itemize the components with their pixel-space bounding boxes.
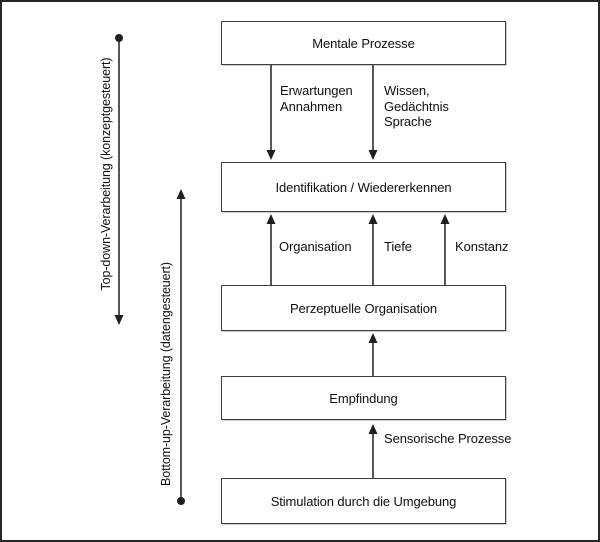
box-stimulation: Stimulation durch die Umgebung <box>221 478 506 524</box>
box-identifikation: Identifikation / Wiedererkennen <box>221 162 506 212</box>
box-perzeptuelle-organisation-label: Perzeptuelle Organisation <box>289 300 438 316</box>
label-wissen: Wissen, <box>384 83 430 98</box>
bottom-up-arrow <box>176 189 186 505</box>
arrow-up-empfindung <box>368 333 378 376</box>
label-gedaechtnis: Gedächtnis <box>384 98 449 114</box>
label-annahmen: Annahmen <box>280 98 343 114</box>
top-down-arrow <box>114 34 124 325</box>
box-empfindung-label: Empfindung <box>329 390 398 406</box>
box-perzeptuelle-organisation: Perzeptuelle Organisation <box>221 285 506 331</box>
arrow-up-organisation <box>266 214 276 285</box>
box-empfindung: Empfindung <box>221 376 506 420</box>
label-konstanz: Konstanz <box>455 239 509 254</box>
bottom-up-label: Bottom-up-Verarbeitung (datengesteuert) <box>159 262 173 487</box>
box-stimulation-label: Stimulation durch die Umgebung <box>270 493 457 509</box>
top-down-label: Top-down-Verarbeitung (konzeptgesteuert) <box>99 57 113 291</box>
box-identifikation-label: Identifikation / Wiedererkennen <box>275 179 452 195</box>
arrow-up-tiefe <box>368 214 378 285</box>
label-erwartungen: Erwartungen <box>280 83 353 98</box>
label-wissen-gedaechtnis-sprache: Wissen, Gedächtnis Sprache <box>384 83 449 130</box>
label-sprache: Sprache <box>384 114 432 129</box>
box-mentale-prozesse: Mentale Prozesse <box>221 21 506 65</box>
label-organisation: Organisation <box>279 239 352 254</box>
box-mentale-prozesse-label: Mentale Prozesse <box>312 35 415 51</box>
arrow-down-erwartungen <box>266 65 276 160</box>
label-erwartungen-annahmen: Erwartungen Annahmen <box>280 83 353 114</box>
arrow-up-konstanz <box>440 214 450 285</box>
label-tiefe: Tiefe <box>384 239 412 254</box>
arrow-up-sensorisch <box>368 424 378 478</box>
arrow-down-wissen <box>368 65 378 160</box>
label-sensorische-prozesse: Sensorische Prozesse <box>384 431 512 446</box>
